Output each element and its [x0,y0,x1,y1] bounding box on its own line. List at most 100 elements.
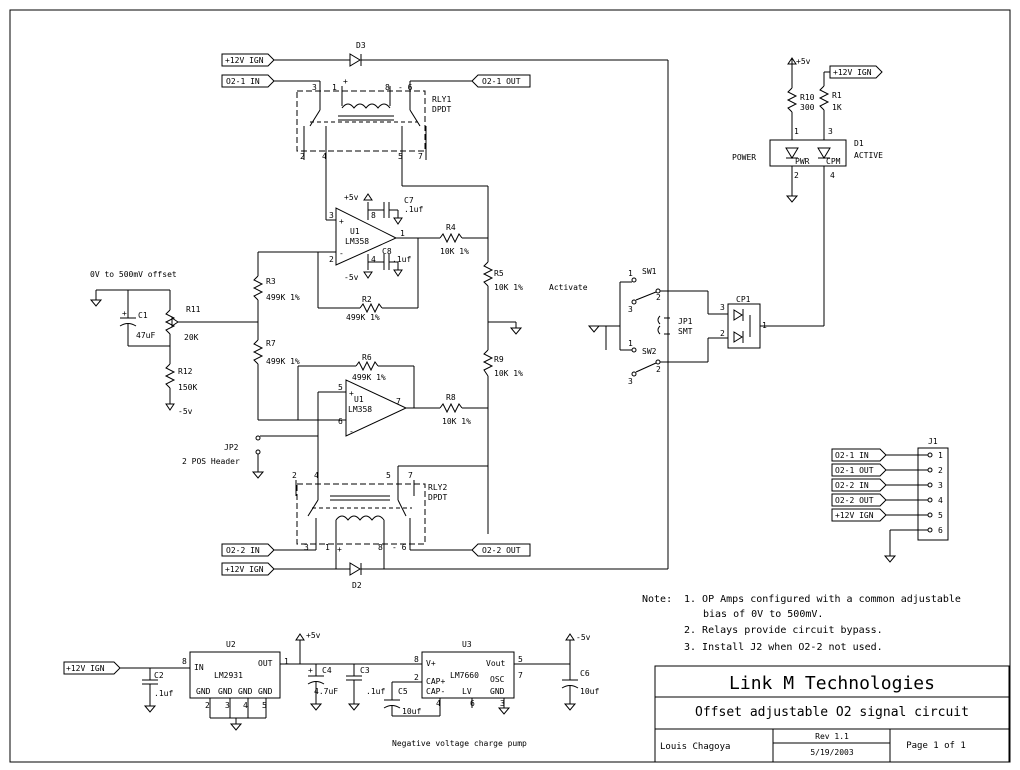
svg-text:2: 2 [656,365,661,374]
svg-text:1: 1 [284,657,289,666]
svg-text:OUT: OUT [258,659,273,668]
svg-text:U1: U1 [350,227,360,236]
date: 5/19/2003 [810,748,854,757]
svg-text:SW2: SW2 [642,347,657,356]
svg-text:OSC: OSC [490,675,505,684]
svg-text:8: 8 [182,657,187,666]
bottom-plus5-rail: +5v + C4 4.7uF C3 .1uf [280,631,422,711]
switch-sw1: Activate 1 3 2 SW1 [549,267,668,314]
svg-text:4: 4 [371,255,376,264]
svg-text:DPDT: DPDT [428,493,447,502]
switch-sw2: 1 3 2 SW2 [628,339,668,386]
svg-text:J1: J1 [928,437,938,446]
svg-text:R3: R3 [266,277,276,286]
svg-text:Activate: Activate [549,283,588,292]
svg-text:R5: R5 [494,269,504,278]
svg-text:RLY1: RLY1 [432,95,451,104]
svg-text:U1: U1 [354,395,364,404]
svg-text:C8: C8 [382,247,392,256]
offset-pot-section: 0V to 500mV offset + C1 47uF R11 20K R12… [89,270,201,416]
svg-text:5: 5 [398,152,403,161]
svg-text:1: 1 [325,543,330,552]
port-o2-1-out: O2-1 OUT [471,74,531,88]
svg-text:1: 1 [628,269,633,278]
company-name: Link M Technologies [729,673,935,694]
svg-text:JP2: JP2 [224,443,239,452]
svg-text:8: 8 [385,83,390,92]
svg-text:2: 2 [656,293,661,302]
svg-text:+12V IGN: +12V IGN [833,68,872,77]
svg-text:+: + [337,545,342,554]
svg-text:O2-2 OUT: O2-2 OUT [835,496,874,505]
notes: Note: 1. OP Amps configured with a commo… [642,594,961,653]
svg-text:Vout: Vout [486,659,505,668]
svg-text:C2: C2 [154,671,164,680]
resistor-r2: R2 499K 1% [318,238,419,322]
cap-c8: C8 .1uf [368,247,411,277]
svg-text:4: 4 [314,471,319,480]
svg-text:CP1: CP1 [736,295,751,304]
svg-text:7: 7 [396,397,401,406]
drawing-title: Offset adjustable O2 signal circuit [695,705,969,720]
svg-text:Note:: Note: [642,594,672,605]
svg-text:499K 1%: 499K 1% [266,357,300,366]
cap-c7: C7 .1uf [368,196,423,225]
svg-text:2: 2 [794,171,799,180]
svg-text:1: 1 [332,83,337,92]
svg-text:5: 5 [262,701,267,710]
svg-text:- 6: - 6 [392,543,407,552]
svg-text:IN: IN [194,663,204,672]
svg-text:3: 3 [720,303,725,312]
svg-text:499K 1%: 499K 1% [346,313,380,322]
svg-text:3: 3 [329,211,334,220]
svg-text:2: 2 [205,701,210,710]
svg-text:+5v: +5v [306,631,321,640]
port-o2-1-in: O2-1 IN [221,74,275,88]
svg-text:-: - [349,427,354,436]
svg-text:10K 1%: 10K 1% [442,417,471,426]
svg-text:1: 1 [938,451,943,460]
svg-text:O2-1 OUT: O2-1 OUT [482,77,521,86]
svg-text:LV: LV [462,687,472,696]
svg-text:2: 2 [414,673,419,682]
svg-text:D2: D2 [352,581,362,590]
port-ign-d1 [829,65,883,79]
svg-text:6: 6 [338,417,343,426]
svg-text:R9: R9 [494,355,504,364]
resistor-r4: R4 10K 1% [396,223,488,256]
svg-text:U2: U2 [226,640,236,649]
svg-text:GND: GND [196,687,211,696]
author: Louis Chagoya [660,742,730,752]
svg-text:RLY2: RLY2 [428,483,447,492]
svg-text:PWR: PWR [795,157,810,166]
svg-text:+5v: +5v [796,57,811,66]
svg-text:R11: R11 [186,305,201,314]
svg-text:SMT: SMT [678,327,693,336]
svg-text:LM2931: LM2931 [214,671,243,680]
svg-text:8: 8 [378,543,383,552]
resistor-r8: R8 10K 1% [406,393,488,426]
relay-rly2: 2 4 5 7 3 1 + 8 - 6 RLY2 DPDT [292,436,488,554]
svg-text:- 6: - 6 [398,83,413,92]
svg-text:5: 5 [338,383,343,392]
sheet-border [9,9,1011,763]
svg-text:1K: 1K [832,103,842,112]
svg-text:+: + [343,77,348,86]
port-ign-bottom: +12V IGN [221,562,275,576]
svg-text:5: 5 [386,471,391,480]
title-block: Link M Technologies Offset adjustable O2… [654,665,1010,763]
svg-text:O2-1 OUT: O2-1 OUT [835,466,874,475]
port-ign-top: +12V IGN [221,53,275,67]
svg-text:3: 3 [828,127,833,136]
svg-text:R10: R10 [800,93,815,102]
svg-text:R2: R2 [362,295,372,304]
svg-text:R7: R7 [266,339,276,348]
svg-text:-5v: -5v [344,273,359,282]
svg-text:2: 2 [938,466,943,475]
svg-text:3: 3 [312,83,317,92]
svg-text:8: 8 [414,655,419,664]
svg-text:2: 2 [720,329,725,338]
